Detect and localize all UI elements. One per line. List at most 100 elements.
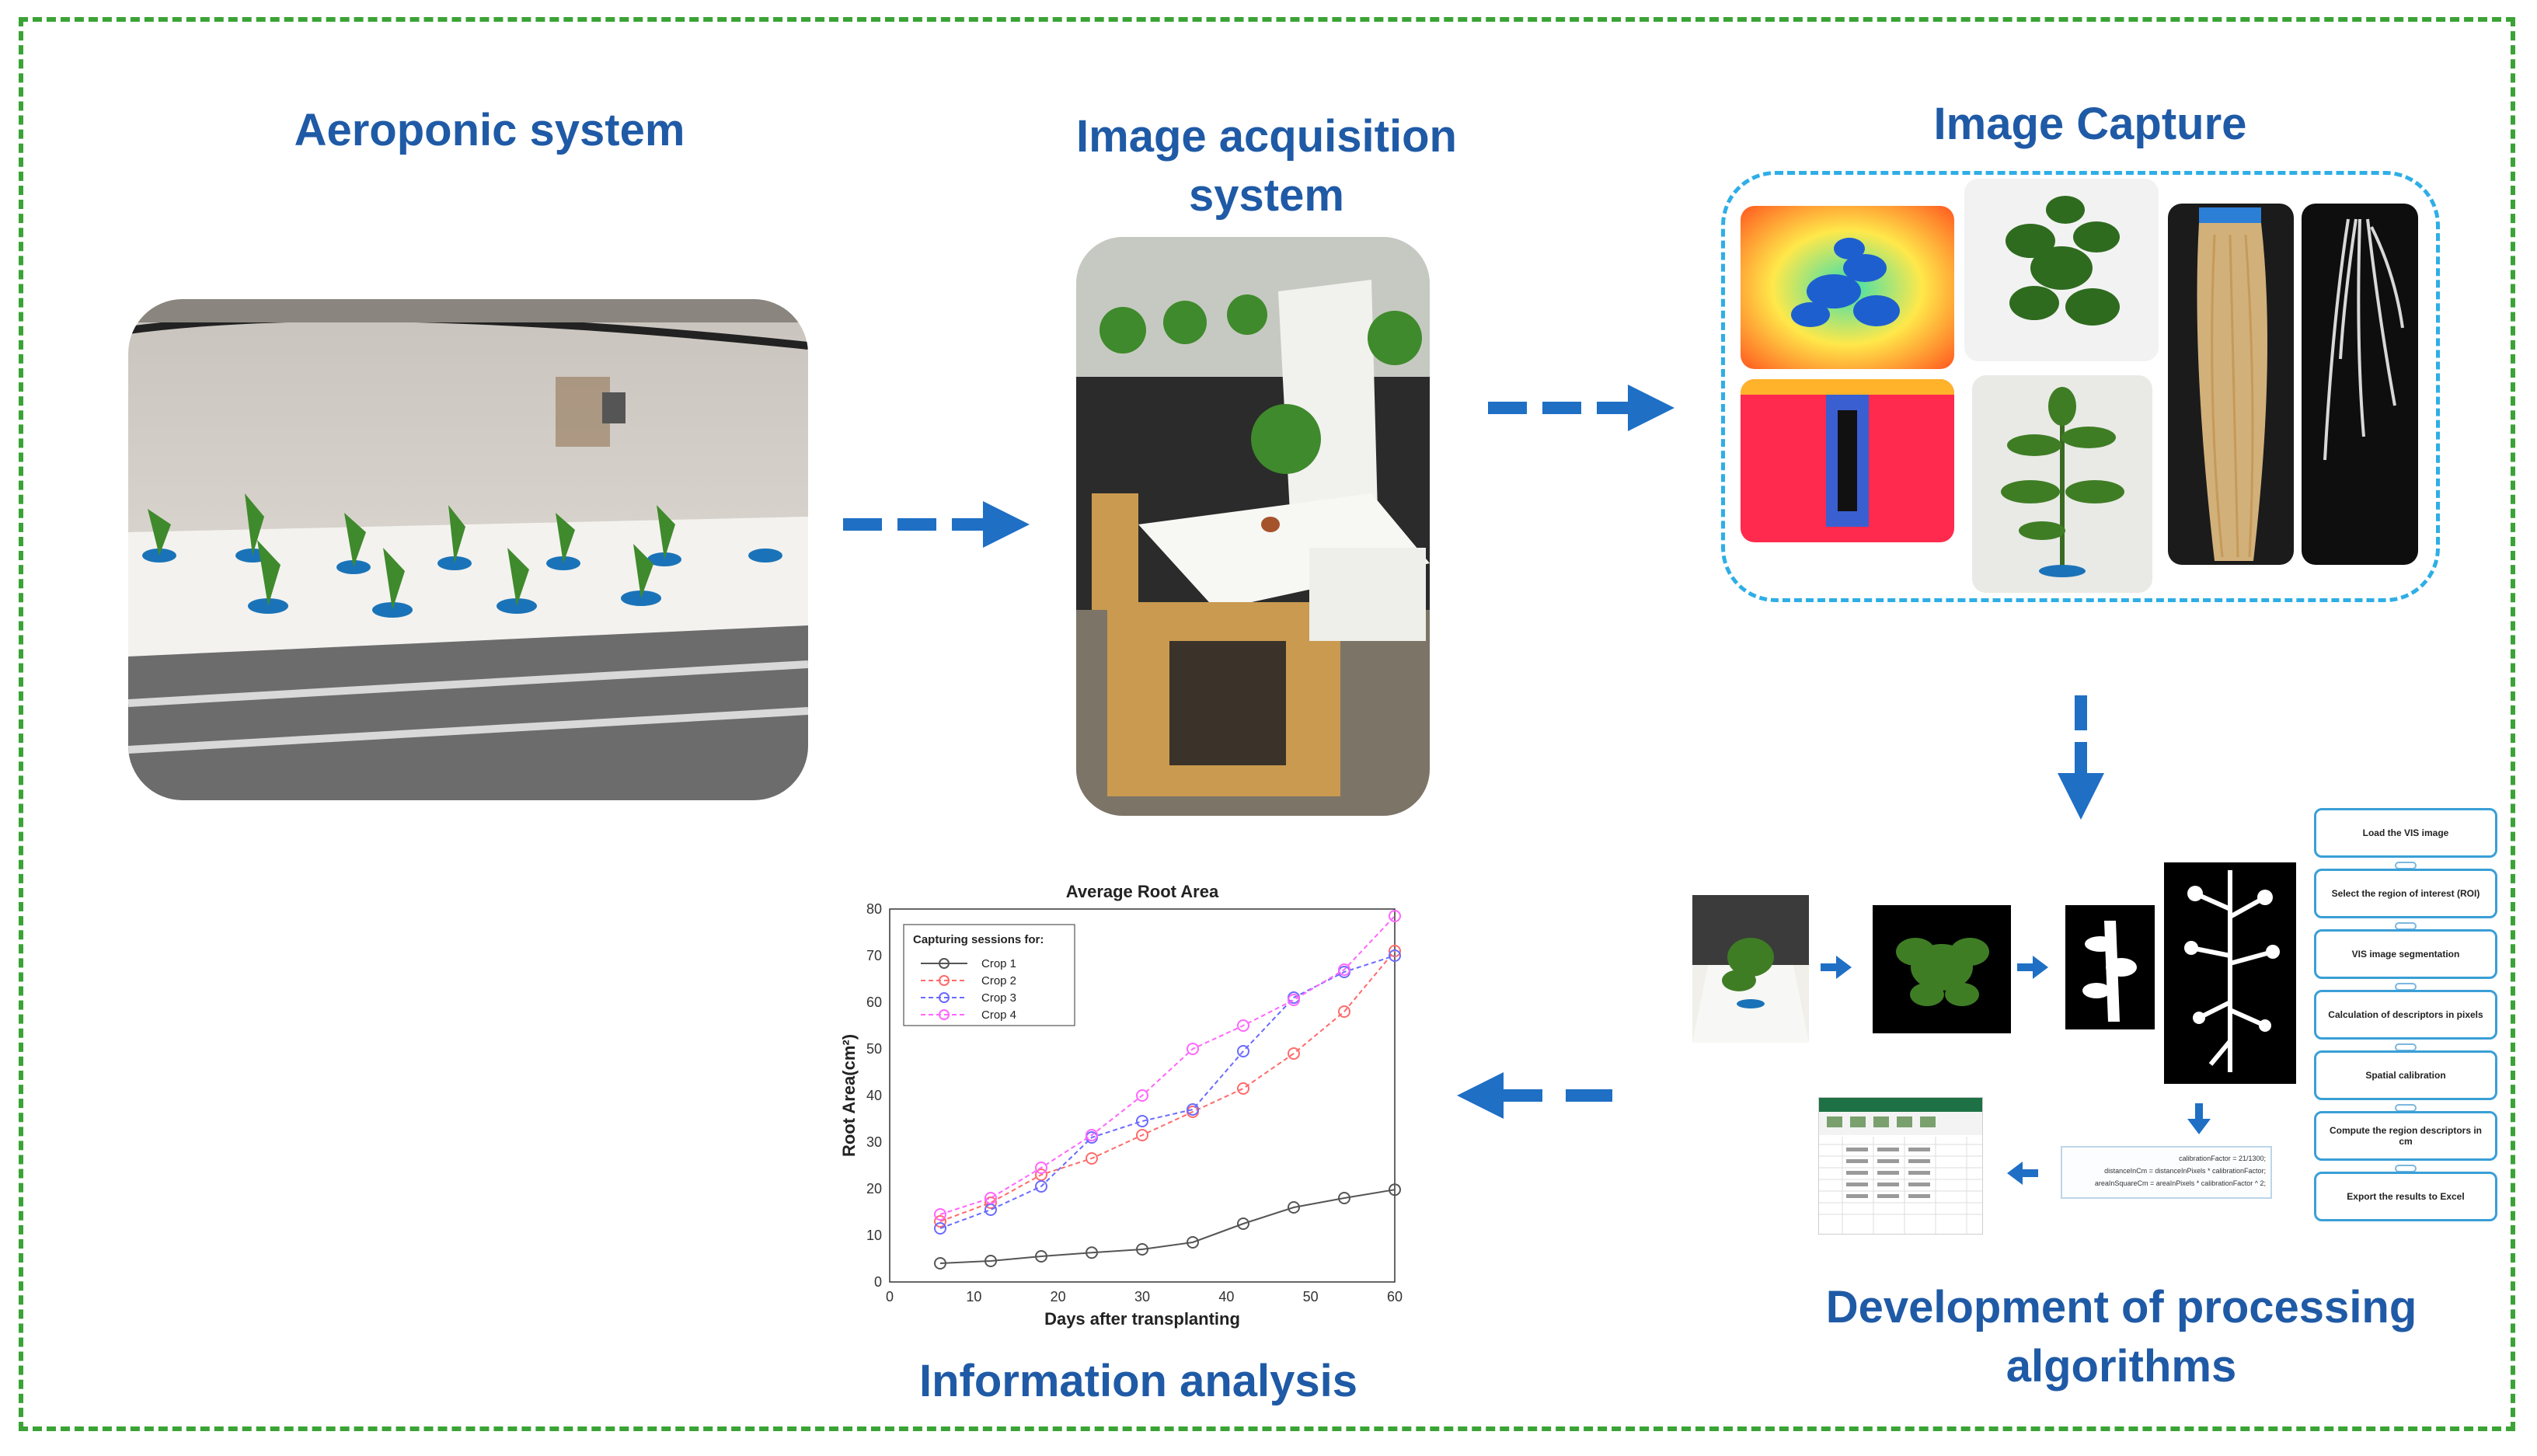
- data-point: [934, 1215, 946, 1228]
- data-point: [1136, 1129, 1148, 1141]
- legend-box: [903, 924, 1075, 1026]
- data-point: [934, 1257, 946, 1270]
- data-point: [1389, 949, 1401, 962]
- data-point: [1187, 1236, 1199, 1249]
- legend-marker: [939, 1009, 950, 1020]
- title-development: Development of processing algorithms: [1772, 1278, 2471, 1396]
- data-point: [1035, 1180, 1047, 1193]
- data-point: [984, 1196, 997, 1209]
- legend-entry: Crop 1: [981, 957, 1016, 970]
- legend-marker: [939, 975, 950, 986]
- x-tick-label: 50: [1303, 1289, 1319, 1304]
- title-image-capture: Image Capture: [1933, 99, 2247, 149]
- x-tick-label: 40: [1218, 1289, 1234, 1304]
- series-line-crop-3: [939, 955, 1396, 1229]
- chart-title: Average Root Area: [1066, 882, 1219, 901]
- x-tick-label: 60: [1387, 1289, 1403, 1304]
- vis-original-image: [1692, 895, 1809, 1043]
- title-image-acquisition-line1: Image acquisition: [1076, 111, 1457, 162]
- flow-step-spatial-calibration: Spatial calibration: [2314, 1050, 2497, 1100]
- x-tick-label: 0: [886, 1289, 894, 1304]
- roi-image: [1873, 905, 2011, 1033]
- root-segmented-image: [2164, 862, 2296, 1084]
- arrow-aeroponic-to-acquisition: [843, 501, 1030, 548]
- data-point: [1288, 994, 1300, 1006]
- arrow-step4-left: [2007, 1162, 2038, 1185]
- segmented-image: [2065, 905, 2155, 1029]
- data-point: [1237, 1019, 1249, 1032]
- data-point: [1035, 1250, 1047, 1263]
- data-point: [934, 1222, 946, 1235]
- data-point: [1338, 1192, 1350, 1204]
- arrow-step2: [2017, 956, 2048, 979]
- y-tick-label: 30: [866, 1134, 882, 1150]
- flow-step-select-roi: Select the region of interest (ROI): [2314, 869, 2497, 918]
- title-image-acquisition-line2: system: [1189, 170, 1344, 221]
- data-point: [1086, 1246, 1098, 1259]
- data-point: [1389, 1183, 1401, 1196]
- legend-entry: Crop 2: [981, 974, 1016, 988]
- root-area-chart: Average Root Area Days after transplanti…: [839, 882, 1403, 1329]
- chart-ylabel: Root Area(cm²): [839, 1034, 859, 1157]
- data-point: [1035, 1162, 1047, 1174]
- data-point: [1338, 963, 1350, 976]
- vis-image-plant-side: [1972, 375, 2152, 593]
- code-line-3: areaInSquareCm = areaInPixels * calibrat…: [2094, 1179, 2266, 1187]
- y-tick-label: 60: [866, 994, 882, 1010]
- title-aeroponic-system: Aeroponic system: [294, 105, 685, 155]
- code-line-2: distanceInCm = distanceInPixels * calibr…: [2104, 1167, 2266, 1175]
- root-image-color: [2168, 204, 2294, 565]
- data-point: [1187, 1103, 1199, 1116]
- data-point: [1136, 1089, 1148, 1102]
- arrow-step3-down: [2187, 1103, 2211, 1134]
- data-point: [934, 1208, 946, 1221]
- data-point: [1288, 1201, 1300, 1214]
- arrow-development-to-analysis: [1457, 1072, 1612, 1119]
- diagram-frame: [19, 17, 2515, 1431]
- arrow-step1: [1821, 956, 1852, 979]
- title-image-acquisition: Image acquisition system: [1033, 107, 1500, 225]
- arrow-acquisition-to-capture: [1488, 385, 1674, 431]
- legend-marker: [939, 992, 950, 1003]
- thermal-image-canopy: [1741, 206, 1954, 369]
- flow-step-load-image: Load the VIS image: [2314, 808, 2497, 858]
- flow-step-descriptors-cm: Compute the region descriptors in cm: [2314, 1111, 2497, 1161]
- x-tick-label: 20: [1051, 1289, 1066, 1304]
- legend-entry: Crop 4: [981, 1008, 1016, 1022]
- data-point: [984, 1192, 997, 1204]
- x-tick-label: 30: [1134, 1289, 1150, 1304]
- excel-results-thumbnail: [1818, 1097, 1983, 1235]
- y-tick-label: 50: [866, 1041, 882, 1057]
- flow-step-segmentation: VIS image segmentation: [2314, 929, 2497, 979]
- y-tick-label: 20: [866, 1181, 882, 1196]
- image-capture-group: [1721, 171, 2440, 602]
- data-point: [1288, 1047, 1300, 1060]
- data-point: [1136, 1243, 1148, 1256]
- calibration-code-box: calibrationFactor = 21/1300; distanceInC…: [2061, 1146, 2272, 1199]
- data-point: [1338, 1005, 1350, 1018]
- y-tick-label: 10: [866, 1228, 882, 1243]
- chart-xlabel: Days after transplanting: [1044, 1309, 1240, 1329]
- acquisition-system-photo: [1076, 237, 1430, 816]
- data-point: [1389, 910, 1401, 922]
- series-line-crop-4: [939, 915, 1396, 1215]
- data-point: [1237, 1082, 1249, 1095]
- data-point: [1136, 1115, 1148, 1127]
- x-tick-label: 10: [966, 1289, 981, 1304]
- data-point: [984, 1255, 997, 1267]
- vis-image-canopy-top: [1964, 179, 2159, 361]
- series-line-crop-1: [939, 1189, 1396, 1264]
- aeroponic-photo: [128, 299, 808, 800]
- legend-title: Capturing sessions for:: [913, 933, 1044, 946]
- data-point: [1237, 1217, 1249, 1230]
- thermal-image-root: [1741, 379, 1954, 542]
- y-tick-label: 40: [866, 1088, 882, 1103]
- data-point: [1187, 1043, 1199, 1055]
- flow-step-export-excel: Export the results to Excel: [2314, 1172, 2497, 1221]
- title-information-analysis: Information analysis: [918, 1356, 1358, 1406]
- root-image-nir: [2302, 204, 2418, 565]
- data-point: [1086, 1152, 1098, 1165]
- legend-entry: Crop 3: [981, 991, 1016, 1005]
- flow-step-descriptors-pixels: Calculation of descriptors in pixels: [2314, 990, 2497, 1040]
- title-development-line2: algorithms: [2006, 1341, 2237, 1392]
